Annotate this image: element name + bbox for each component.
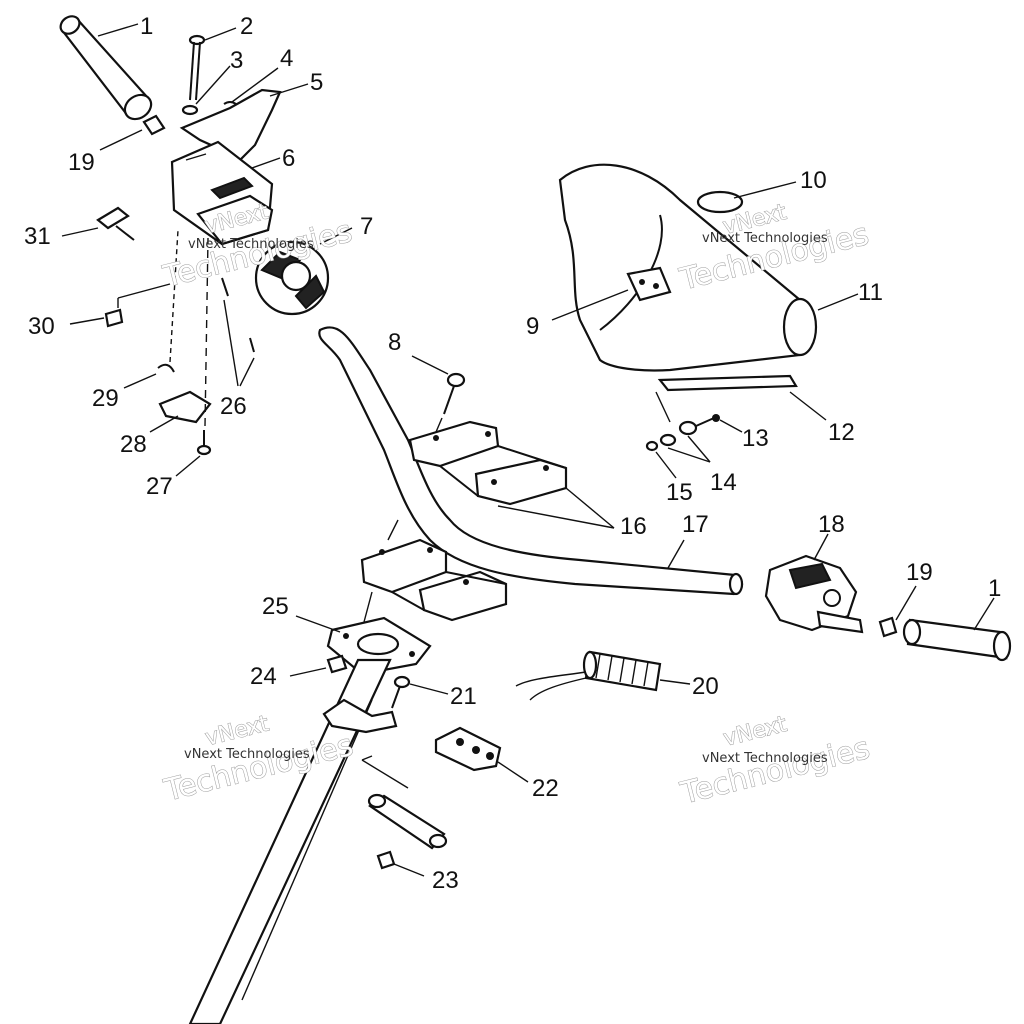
throttle-sleeve <box>515 650 662 701</box>
callout-12: 12 <box>828 419 855 446</box>
spacer-nut <box>376 850 396 870</box>
reservoir-cap-screw <box>96 206 135 241</box>
steering-column <box>188 658 392 1024</box>
clamp-screw <box>196 430 212 456</box>
callout-1-left: 1 <box>140 13 153 40</box>
pivot-bolt <box>188 34 206 101</box>
callout-10: 10 <box>800 167 827 194</box>
callout-29: 29 <box>92 385 119 412</box>
svg-text:vNext: vNext <box>203 711 272 751</box>
callout-21: 21 <box>450 683 477 710</box>
clamp-screws-pair <box>221 277 255 353</box>
callout-7: 7 <box>360 213 373 240</box>
watermark-1-caption: vNext Technologies <box>188 237 314 252</box>
column-spacer-tube <box>367 793 448 850</box>
mounting-plate <box>434 726 502 772</box>
handlebar-pad-cover <box>558 163 818 372</box>
callout-28: 28 <box>120 431 147 458</box>
callout-16: 16 <box>620 513 647 540</box>
callout-31: 31 <box>24 223 51 250</box>
callout-4: 4 <box>280 45 293 72</box>
upper-bar-clamp <box>408 420 568 506</box>
callout-3: 3 <box>230 47 243 74</box>
callout-14: 14 <box>710 469 737 496</box>
switch-clamp-ring <box>254 240 330 316</box>
washer <box>181 104 199 116</box>
callout-22: 22 <box>532 775 559 802</box>
column-nut <box>326 654 348 674</box>
callout-18: 18 <box>818 511 845 538</box>
callout-19-left: 19 <box>68 149 95 176</box>
e-clip <box>223 101 237 105</box>
callout-24: 24 <box>250 663 277 690</box>
grip-end-plug-right <box>878 616 898 638</box>
watermark-4-caption: vNext Technologies <box>702 751 828 766</box>
pad-hardware <box>645 414 720 452</box>
callout-13: 13 <box>742 425 769 452</box>
callout-2: 2 <box>240 13 253 40</box>
pad-strap <box>657 374 798 392</box>
callout-9: 9 <box>526 313 539 340</box>
column-bracket <box>322 675 411 734</box>
svg-text:Technologies: Technologies <box>677 731 873 812</box>
callout-30: 30 <box>28 313 55 340</box>
lower-bar-clamp <box>360 538 508 622</box>
callout-19-right: 19 <box>906 559 933 586</box>
callout-20: 20 <box>692 673 719 700</box>
callout-26: 26 <box>220 393 247 420</box>
callout-27: 27 <box>146 473 173 500</box>
svg-text:vNext: vNext <box>721 712 790 752</box>
callout-11: 11 <box>858 279 883 306</box>
callout-1-right: 1 <box>988 575 1001 602</box>
right-grip <box>902 618 1012 662</box>
watermark-2-caption: vNext Technologies <box>702 231 828 246</box>
steering-post-plate <box>326 616 432 676</box>
callout-6: 6 <box>282 145 295 172</box>
left-grip <box>59 15 153 121</box>
watermark-3-caption: vNext Technologies <box>184 747 310 762</box>
callout-17: 17 <box>682 511 709 538</box>
callout-23: 23 <box>432 867 459 894</box>
callout-25: 25 <box>262 593 289 620</box>
brake-master-cylinder <box>170 140 274 246</box>
grip-end-plug <box>142 114 166 136</box>
clamp-plate <box>158 390 212 424</box>
retaining-clip <box>157 363 175 373</box>
small-nut <box>104 308 124 328</box>
callout-5: 5 <box>310 69 323 96</box>
callout-15: 15 <box>666 479 693 506</box>
throttle-switch-housing <box>764 554 864 634</box>
handlebar-clamp-bolt <box>443 372 466 415</box>
callout-8: 8 <box>388 329 401 356</box>
